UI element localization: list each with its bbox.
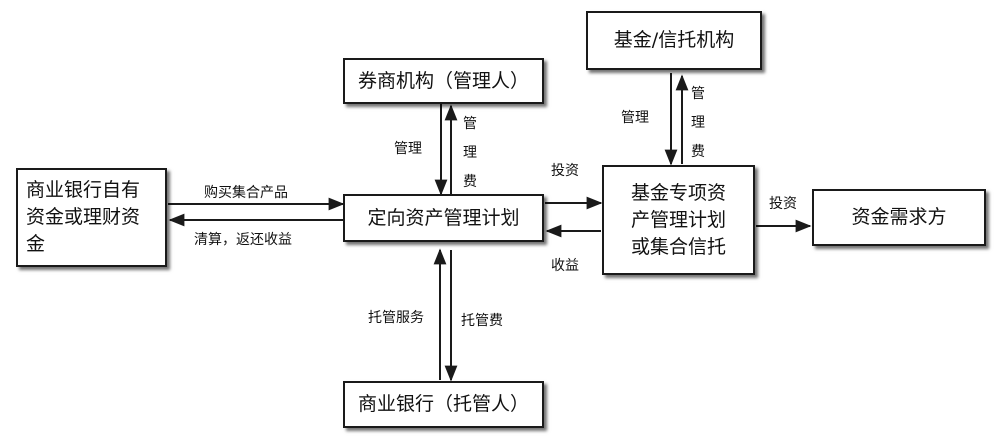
node-demand-label: 资金需求方	[851, 206, 947, 228]
node-broker: 券商机构（管理人）	[343, 58, 544, 104]
label-broker-manage: 管理	[394, 141, 422, 157]
node-plan-label: 定向资产管理计划	[367, 206, 520, 229]
node-fund-trust-plan-label: 基金专项资 产管理计划 或集合信托	[630, 181, 726, 258]
label-fund-fee: 管 理 费	[690, 86, 706, 173]
node-bank-own-funds-label: 商业银行自有 资金或理财资 金	[26, 179, 141, 255]
label-custody-fee: 托管费	[461, 313, 503, 329]
label-custody-service: 托管服务	[368, 310, 424, 326]
label-broker-fee-char-2: 理	[463, 145, 477, 161]
node-fund-trust-org-label: 基金/信托机构	[613, 29, 735, 51]
node-plan: 定向资产管理计划	[343, 194, 544, 242]
label-invest-2: 投资	[769, 196, 797, 212]
label-fund-fee-char-2: 理	[691, 115, 705, 131]
label-fund-fee-char-1: 管	[691, 86, 705, 102]
node-custodian: 商业银行（托管人）	[343, 381, 544, 428]
node-demand: 资金需求方	[812, 189, 986, 246]
node-custodian-label: 商业银行（托管人）	[357, 393, 529, 415]
node-broker-label: 券商机构（管理人）	[357, 69, 529, 92]
label-buy: 购买集合产品	[204, 185, 288, 201]
node-bank-own-funds: 商业银行自有 资金或理财资 金	[16, 168, 167, 267]
label-income: 收益	[551, 258, 579, 274]
node-fund-trust-plan: 基金专项资 产管理计划 或集合信托	[602, 165, 755, 275]
label-settle: 清算，返还收益	[194, 232, 292, 248]
label-broker-fee-char-3: 费	[463, 174, 477, 190]
label-broker-fee: 管 理 费	[462, 116, 478, 203]
label-broker-fee-char-1: 管	[463, 116, 477, 132]
label-fund-manage: 管理	[621, 110, 649, 126]
node-fund-trust-org: 基金/信托机构	[586, 11, 762, 70]
label-invest-1: 投资	[551, 163, 579, 179]
label-fund-fee-char-3: 费	[691, 144, 705, 160]
